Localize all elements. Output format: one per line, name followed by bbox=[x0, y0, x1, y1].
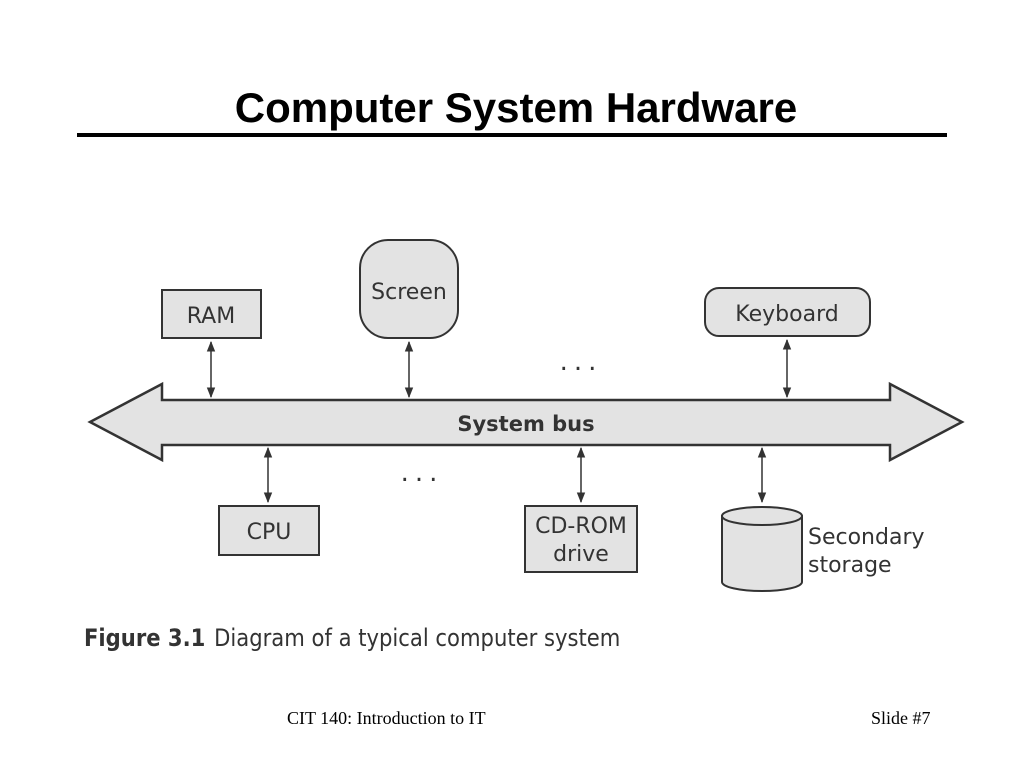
figure-caption: Figure 3.1 Diagram of a typical computer … bbox=[84, 624, 620, 652]
keyboard-box bbox=[704, 287, 871, 337]
footer-course-title: CIT 140: Introduction to IT bbox=[287, 708, 486, 728]
cdrom-box bbox=[524, 505, 638, 573]
storage-label-line2: storage bbox=[808, 553, 892, 578]
screen-label: Screen bbox=[371, 280, 447, 305]
figure-number: Figure 3.1 bbox=[84, 624, 206, 652]
storage-cylinder-top bbox=[721, 506, 803, 526]
storage-cylinder-body bbox=[721, 515, 803, 592]
cdrom-label-line2: drive bbox=[553, 542, 609, 567]
system-bus-label: System bus bbox=[457, 412, 594, 436]
footer-slide-number: Slide #7 bbox=[871, 708, 931, 728]
cpu-label: CPU bbox=[247, 520, 292, 545]
title-underline bbox=[77, 133, 947, 137]
cpu-box bbox=[218, 505, 320, 556]
ram-box bbox=[161, 289, 262, 339]
figure-caption-text: Diagram of a typical computer system bbox=[214, 624, 621, 652]
ellipsis-top: ... bbox=[560, 347, 603, 377]
cdrom-label-line1: CD-ROM bbox=[535, 514, 627, 539]
ram-label: RAM bbox=[187, 304, 235, 329]
ellipsis-bottom: ... bbox=[401, 458, 444, 488]
keyboard-label: Keyboard bbox=[735, 302, 838, 327]
system-bus-arrow bbox=[87, 381, 965, 463]
slide-title: Computer System Hardware bbox=[234, 84, 798, 131]
screen-box bbox=[359, 239, 459, 339]
storage-label-line1: Secondary bbox=[808, 525, 925, 550]
